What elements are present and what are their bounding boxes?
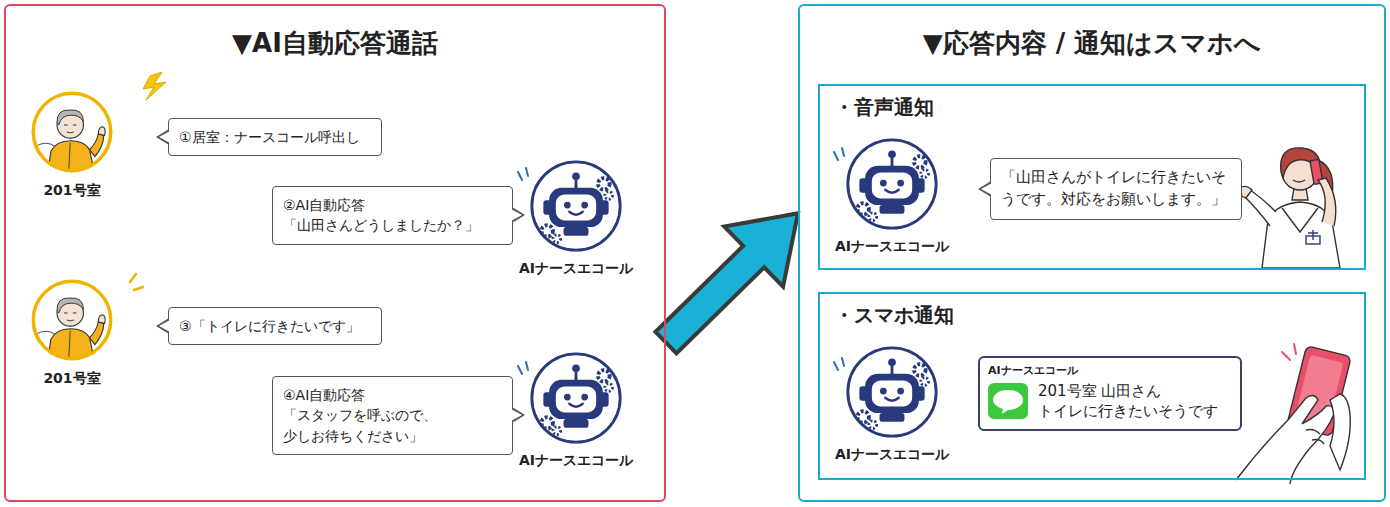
icon-label: 201号室 xyxy=(22,370,122,388)
panel-box: ▼AI自動応答通話 201号室 ①居室：ナースコール呼出し ②AI自動応答「山田さんど… xyxy=(4,4,666,502)
notification-body: 201号室 山田さん トイレに行きたいそうです xyxy=(1038,381,1228,422)
icon-use xyxy=(848,348,936,436)
chat-icon-bg xyxy=(988,383,1028,419)
robot-picture xyxy=(844,344,940,440)
panel-box: ▼応答内容 / 通知はスマホへ・音声通知 AIナースエコール 「山田さんがトイレに行… xyxy=(798,4,1386,502)
call-lightning xyxy=(143,72,166,100)
call-ticks xyxy=(130,274,143,290)
icon-label-wrap: 201号室 xyxy=(22,276,122,388)
icon-label-wrap: 201号室 xyxy=(22,88,122,200)
speech-bubble: ④AI自動応答「スタッフを呼ぶので、 少しお待ちください」 xyxy=(272,376,513,455)
notification-row: 201号室 山田さん トイレに行きたいそうです xyxy=(988,381,1232,422)
robot-icon: AIナースエコール xyxy=(822,136,962,256)
panel-title: ▼AI自動応答通話 xyxy=(6,6,664,61)
resident-icon: 201号室 xyxy=(22,276,122,388)
section-title: ・スマホ通知 xyxy=(820,294,1364,329)
nurse-illustration xyxy=(1240,148,1340,268)
notification-app: AIナースエコール xyxy=(988,363,1232,378)
section-title: ・音声通知 xyxy=(820,86,1364,121)
resident-icon: 201号室 xyxy=(22,88,122,200)
chat-icon-bubble xyxy=(993,390,1023,414)
bubble-text: 「山田さんどうしましたか？」 xyxy=(283,215,502,235)
notification-card: AIナースエコール 201号室 山田さん トイレに行きたいそうです xyxy=(978,356,1242,431)
icon-label-wrap: AIナースエコール xyxy=(506,158,646,278)
icon-use xyxy=(30,281,111,364)
icon-label: AIナースエコール xyxy=(822,238,962,256)
bubble-text: ①居室：ナースコール呼出し xyxy=(179,127,371,147)
panel-title: ▼応答内容 / 通知はスマホへ xyxy=(800,6,1384,61)
phone-hand-illustration xyxy=(1236,344,1351,484)
icon-use xyxy=(30,93,111,176)
icon-use xyxy=(532,354,620,442)
icon-use xyxy=(532,162,620,250)
icon-label: AIナースエコール xyxy=(506,260,646,278)
robot-picture xyxy=(528,350,624,446)
robot-icon: AIナースエコール xyxy=(822,344,962,464)
resident-picture xyxy=(28,276,116,364)
speech-bubble: ①居室：ナースコール呼出し xyxy=(168,118,382,156)
bubble-text: ③「トイレに行きたいです」 xyxy=(179,316,371,336)
icon-label-wrap: AIナースエコール xyxy=(822,136,962,256)
speech-bubble: 「山田さんがトイレに行きたいそうです。対応をお願いします。」 xyxy=(990,158,1242,220)
icon-label: AIナースエコール xyxy=(506,452,646,470)
bubble-text: 「山田さんがトイレに行きたいそうです。対応をお願いします。」 xyxy=(1001,167,1231,211)
bubble-heading: ②AI自動応答 xyxy=(283,195,502,215)
section-box: ・スマホ通知 AIナースエコール AIナースエコール 201号室 山田さん トイレに行… xyxy=(818,292,1366,480)
section-box: ・音声通知 AIナースエコール 「山田さんがトイレに行きたいそうです。対応をお願いし… xyxy=(818,84,1366,270)
resident-picture xyxy=(28,88,116,176)
robot-picture xyxy=(844,136,940,232)
robot-icon: AIナースエコール xyxy=(506,350,646,470)
chat-app-icon xyxy=(988,383,1028,419)
icon-label: 201号室 xyxy=(22,182,122,200)
robot-icon: AIナースエコール xyxy=(506,158,646,278)
speech-bubble: ③「トイレに行きたいです」 xyxy=(168,307,382,345)
icon-label: AIナースエコール xyxy=(822,446,962,464)
bubble-heading: ④AI自動応答 xyxy=(283,385,502,405)
speech-bubble: ②AI自動応答「山田さんどうしましたか？」 xyxy=(272,186,513,245)
icon-label-wrap: AIナースエコール xyxy=(506,350,646,470)
robot-picture xyxy=(528,158,624,254)
icon-use xyxy=(848,140,936,228)
icon-label-wrap: AIナースエコール xyxy=(822,344,962,464)
bubble-text: 「スタッフを呼ぶので、 少しお待ちください」 xyxy=(283,405,502,446)
flow-arrow xyxy=(656,213,799,353)
